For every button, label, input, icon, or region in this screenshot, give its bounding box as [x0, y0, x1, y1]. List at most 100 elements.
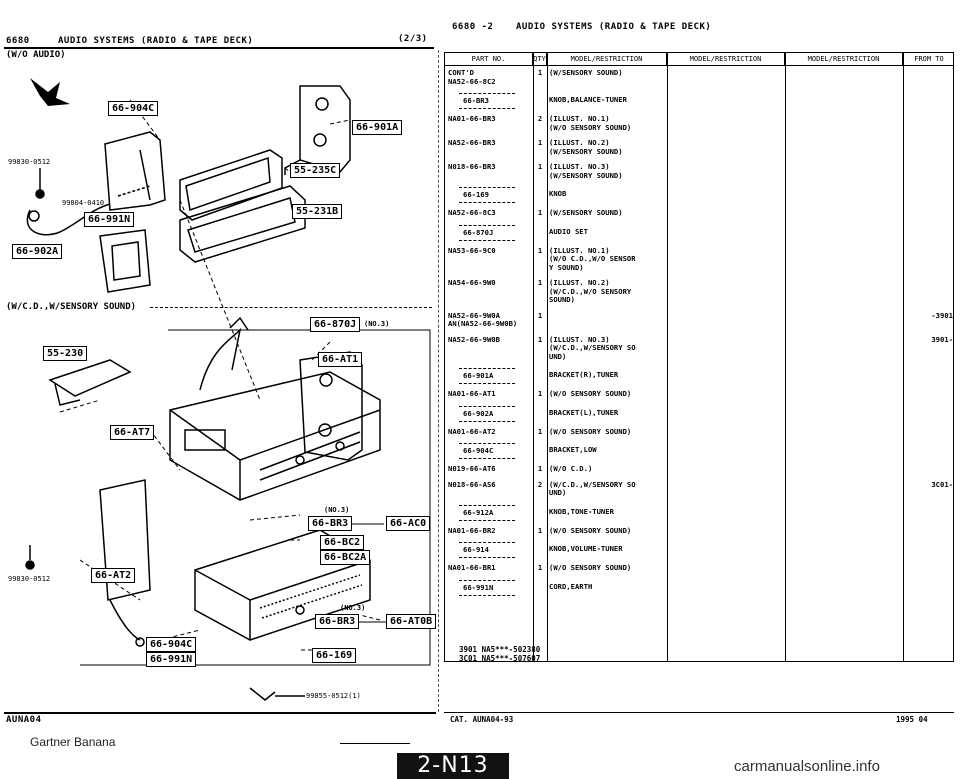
group-description: BRACKET(L),TUNER — [549, 407, 619, 417]
description: (W/O SENSORY SOUND) — [549, 525, 632, 535]
group-ref: 66-912A — [463, 507, 494, 517]
from-to: 3C01- — [931, 479, 953, 489]
left-header-page: (2/3) — [398, 34, 428, 44]
left-header-model: 6680 — [6, 36, 30, 46]
part-number: NA54-66-9W0 — [448, 278, 496, 287]
callout-66-904c-low: 66-904C — [146, 637, 197, 652]
callout-66-at2: 66-AT2 — [91, 568, 136, 583]
group-ref: 66-169 — [463, 190, 489, 199]
group-description: AUDIO SET — [549, 226, 588, 236]
catalog-number: CAT. AUNA04-93 — [450, 715, 514, 724]
screw-bottom-icon — [249, 687, 305, 701]
group-ref-box: 66-870J — [459, 224, 515, 241]
col-header-part-no: PART NO. — [445, 53, 533, 65]
callout-66-bc2: 66-BC2 — [320, 535, 365, 550]
description: (W/SENSORY SOUND) — [549, 68, 623, 77]
description: (ILLUST. NO.1) (W/O C.D.,W/O SENSOR Y SO… — [549, 245, 636, 272]
left-header-title: AUDIO SYSTEMS (RADIO & TAPE DECK) — [58, 36, 254, 46]
description: (W/SENSORY SOUND) — [549, 208, 623, 217]
badge-rule — [340, 743, 410, 744]
col-header-model-3: MODEL/RESTRICTION — [785, 53, 903, 65]
label-no3-a: (NO.3) — [364, 320, 390, 328]
group-ref: 66-901A — [463, 371, 494, 380]
quantity: 1 — [537, 162, 543, 171]
part-number: CONT'D NA52-66-8C2 — [448, 68, 496, 86]
col-header-model-2: MODEL/RESTRICTION — [667, 53, 785, 65]
bottom-rule-left — [4, 712, 436, 714]
front-arrow-icon — [30, 78, 70, 106]
group-ref-box: 66-912A — [459, 504, 515, 521]
part-number: NA01-66-BR1 — [448, 563, 496, 572]
group-description: KNOB — [549, 189, 567, 198]
quantity: 1 — [537, 68, 543, 77]
label-screw-mid: 99804-0410 — [62, 199, 105, 207]
quantity: 1 — [537, 334, 543, 344]
col-rule-1 — [533, 53, 534, 661]
bracket-low-top — [99, 229, 151, 293]
right-header-title: AUDIO SYSTEMS (RADIO & TAPE DECK) — [516, 22, 712, 32]
group-ref-box: 66-901A — [459, 368, 515, 384]
group-ref-box: 66-991N — [459, 579, 515, 596]
parts-table: PART NO. QTY MODEL/RESTRICTION MODEL/RES… — [444, 52, 954, 663]
callout-55-231b: 55-231B — [292, 204, 343, 219]
group-ref-box: 66-169 — [459, 187, 515, 203]
callout-66-991n-low: 66-991N — [146, 652, 197, 667]
quantity: 1 — [537, 389, 543, 398]
description: (W/O SENSORY SOUND) — [549, 563, 632, 572]
section-cd-sensory: (W/C.D.,W/SENSORY SOUND) — [6, 302, 137, 312]
callout-66-904c-top: 66-904C — [108, 101, 159, 116]
bracket-left-top — [104, 131, 166, 211]
part-number: NA52-66-9W0B — [448, 334, 500, 344]
quantity: 1 — [537, 563, 543, 572]
description: (W/O SENSORY SOUND) — [549, 389, 632, 398]
bracket-left-lower — [99, 479, 151, 601]
quantity: 1 — [537, 426, 543, 436]
callout-66-bc2a: 66-BC2A — [320, 550, 371, 565]
col-header-qty: QTY — [533, 53, 547, 65]
catalog-date: 1995 04 — [896, 715, 928, 724]
left-header-rule — [4, 47, 434, 49]
callout-66-991n-top: 66-991N — [84, 212, 135, 227]
quantity: 1 — [537, 278, 543, 287]
callout-66-at1: 66-AT1 — [318, 352, 363, 367]
part-number: N018-66-BR3 — [448, 162, 496, 171]
bracket-low-left — [48, 359, 132, 406]
group-description: KNOB,BALANCE-TUNER — [549, 95, 627, 104]
header-rule — [445, 65, 953, 66]
description: (W/O C.D.) — [549, 464, 593, 473]
earth-cord — [26, 168, 151, 236]
quantity: 1 — [537, 525, 543, 535]
part-number: N018-66-AS6 — [448, 479, 496, 489]
part-number: NA01-66-BR2 — [448, 525, 496, 535]
page-divider — [438, 50, 439, 712]
quantity: 1 — [537, 138, 543, 147]
group-ref: 66-BR3 — [463, 96, 489, 105]
audio-unit-cd — [169, 316, 381, 501]
page-number-badge: 2-N13 — [397, 753, 509, 779]
watermark-right: carmanualsonline.info — [734, 758, 880, 775]
description: (W/O SENSORY SOUND) — [549, 426, 632, 436]
part-number: NA52-66-8C3 — [448, 208, 496, 217]
col-rule-3 — [667, 53, 668, 661]
col-header-from-to: FROM TO — [914, 55, 944, 63]
bottom-rule-right — [444, 712, 954, 713]
watermark-left: Gartner Banana — [30, 735, 116, 749]
description: (ILLUST. NO.3) (W/SENSORY SOUND) — [549, 162, 623, 180]
callout-66-br3-mid: 66-BR3 — [308, 516, 353, 531]
group-ref: 66-902A — [463, 408, 494, 418]
earth-cord-lower — [25, 545, 145, 647]
callout-66-br3-low: 66-BR3 — [315, 614, 360, 629]
callout-55-230: 55-230 — [43, 346, 88, 361]
group-ref-box: 66-902A — [459, 405, 515, 422]
group-ref: 66-904C — [463, 446, 494, 455]
quantity: 1 — [537, 245, 543, 255]
part-number: NA01-66-AT1 — [448, 389, 496, 398]
group-description: KNOB,TONE-TUNER — [549, 506, 614, 516]
label-screw-bottom: 99855-0512(1) — [306, 692, 361, 700]
callout-66-ac0: 66-AC0 — [386, 516, 431, 531]
quantity: 1 — [537, 208, 543, 217]
description: (ILLUST. NO.1) (W/O SENSORY SOUND) — [549, 114, 632, 132]
callout-66-169: 66-169 — [312, 648, 357, 663]
part-number: NA01-66-AT2 — [448, 426, 496, 436]
quantity: 2 — [537, 479, 543, 489]
